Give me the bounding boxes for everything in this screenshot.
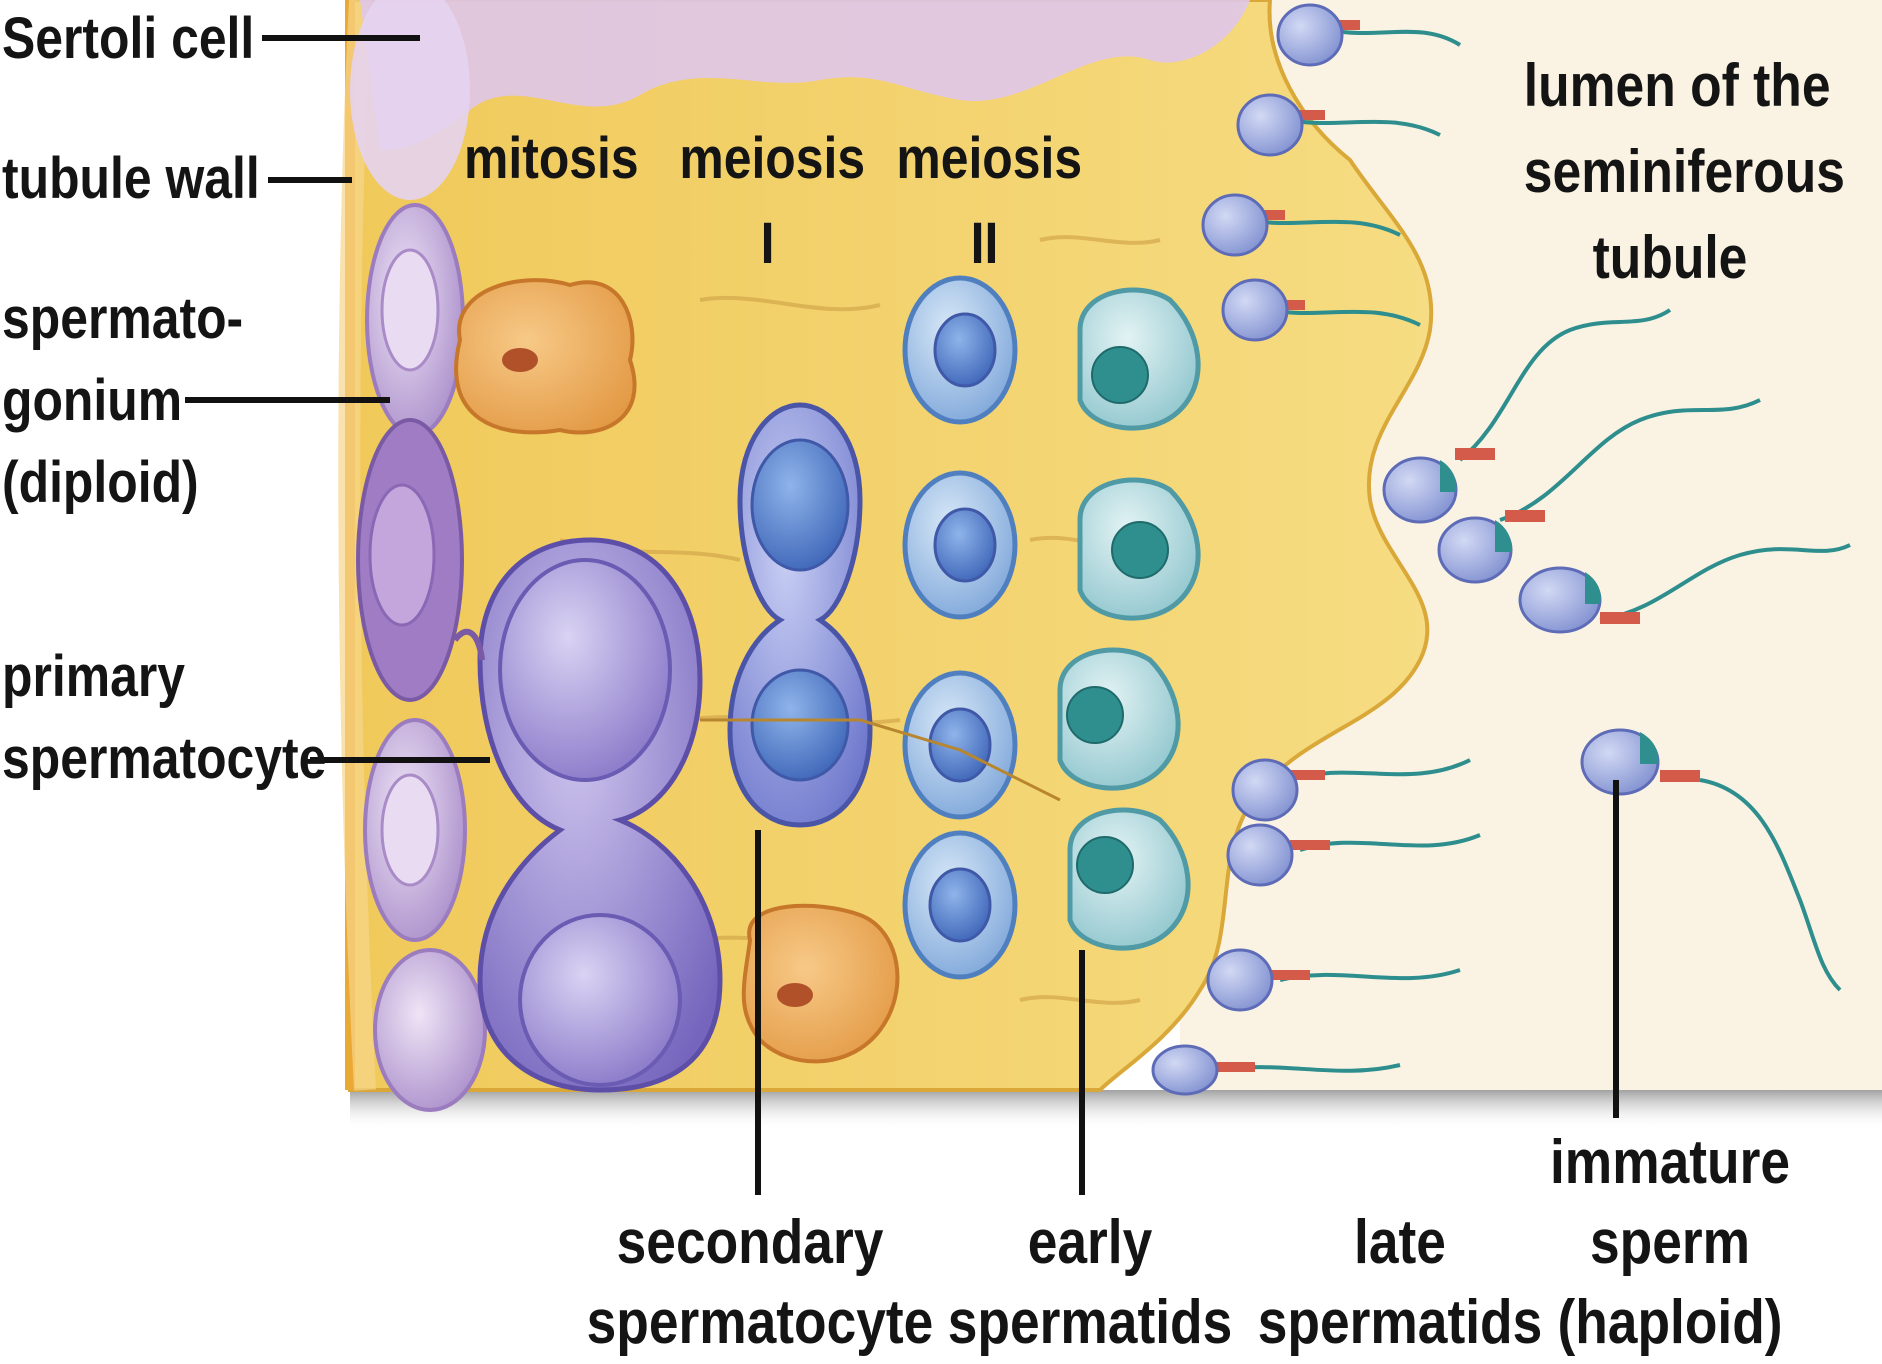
label-primary-line1: primary [2, 648, 185, 706]
label-spermatogonium-line1: spermato- [2, 290, 243, 348]
label-meiosis-2-numeral: II [896, 215, 1072, 273]
label-primary-line2: spermatocyte [2, 730, 326, 788]
label-secondary-line2: spermatocyte [587, 1290, 914, 1357]
label-early-line2: spermatids [944, 1290, 1236, 1357]
label-meiosis-2: meiosis [896, 130, 1072, 188]
label-early-line1: early [944, 1210, 1236, 1277]
label-sertoli-cell: Sertoli cell [2, 10, 254, 68]
label-lumen-line2: seminiferous [1524, 138, 1816, 205]
label-lumen-line3: tubule [1524, 224, 1816, 291]
label-late-line2: spermatids [1254, 1290, 1546, 1357]
label-secondary-line1: secondary [587, 1210, 914, 1277]
label-immature-line2: sperm [1532, 1210, 1807, 1277]
label-lumen-line1: lumen of the [1524, 52, 1816, 119]
label-spermatogonium-line2: gonium [2, 372, 182, 430]
label-immature-line3: (haploid) [1532, 1290, 1807, 1357]
label-meiosis-1: meiosis [679, 130, 855, 188]
label-late-line1: late [1254, 1210, 1546, 1277]
label-spermatogonium-line3: (diploid) [2, 454, 199, 512]
label-tubule-wall: tubule wall [2, 150, 260, 208]
label-meiosis-1-numeral: I [679, 215, 855, 273]
label-mitosis: mitosis [464, 130, 636, 188]
label-immature-line1: immature [1532, 1130, 1807, 1197]
